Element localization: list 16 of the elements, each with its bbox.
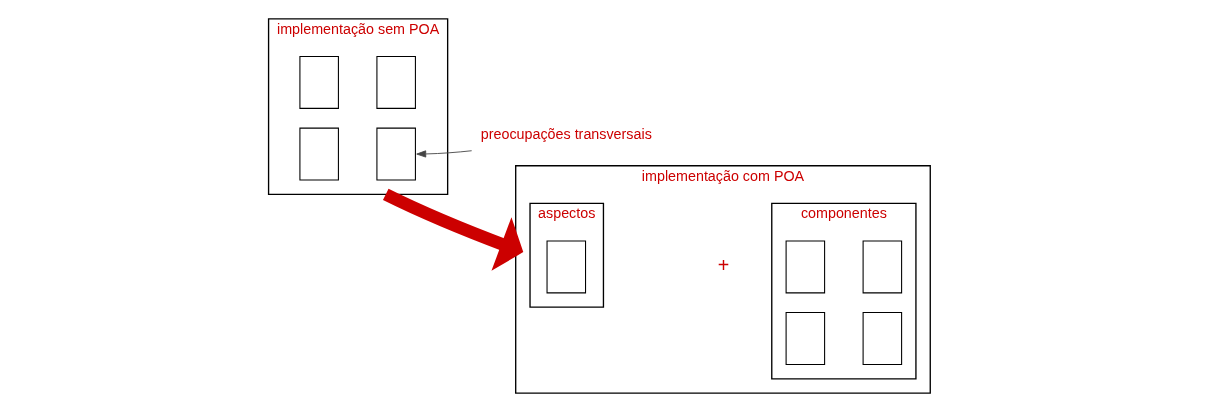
node-box	[298, 55, 339, 109]
node-box	[785, 240, 825, 294]
node-box	[375, 127, 416, 181]
node-text: preocupações transversais	[480, 125, 652, 142]
node-box	[862, 240, 902, 294]
cluster: implementação sem POA	[267, 18, 448, 196]
label: +	[717, 253, 729, 276]
arrow	[382, 188, 523, 271]
node-box	[375, 55, 416, 109]
node-box	[862, 312, 902, 365]
node-box	[546, 240, 586, 294]
node-box	[298, 127, 339, 181]
arrow	[415, 150, 472, 158]
cluster: componentes	[770, 202, 917, 380]
cluster: aspectos	[528, 202, 604, 308]
node-box	[785, 312, 825, 365]
